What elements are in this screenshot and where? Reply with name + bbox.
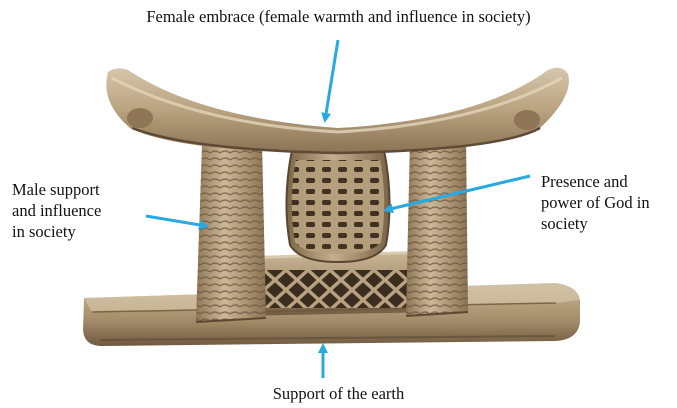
label-support-of-earth: Support of the earth [0,383,677,404]
label-presence-of-god-line: society [541,213,650,234]
left-pillar [196,143,266,322]
label-presence-of-god-line: Presence and [541,171,650,192]
arrow-male-support [146,216,206,226]
label-male-support: Male support and influence in society [12,179,101,242]
label-male-support-line: and influence [12,200,101,221]
label-presence-of-god: Presence and power of God in society [541,171,650,234]
label-presence-of-god-line: power of God in [541,192,650,213]
central-column [286,150,389,262]
label-male-support-line: Male support [12,179,101,200]
arrow-female-embrace [325,40,338,120]
label-female-embrace: Female embrace (female warmth and influe… [0,6,677,27]
label-male-support-line: in society [12,221,101,242]
stool-seat [106,68,569,153]
right-pillar [406,138,468,316]
